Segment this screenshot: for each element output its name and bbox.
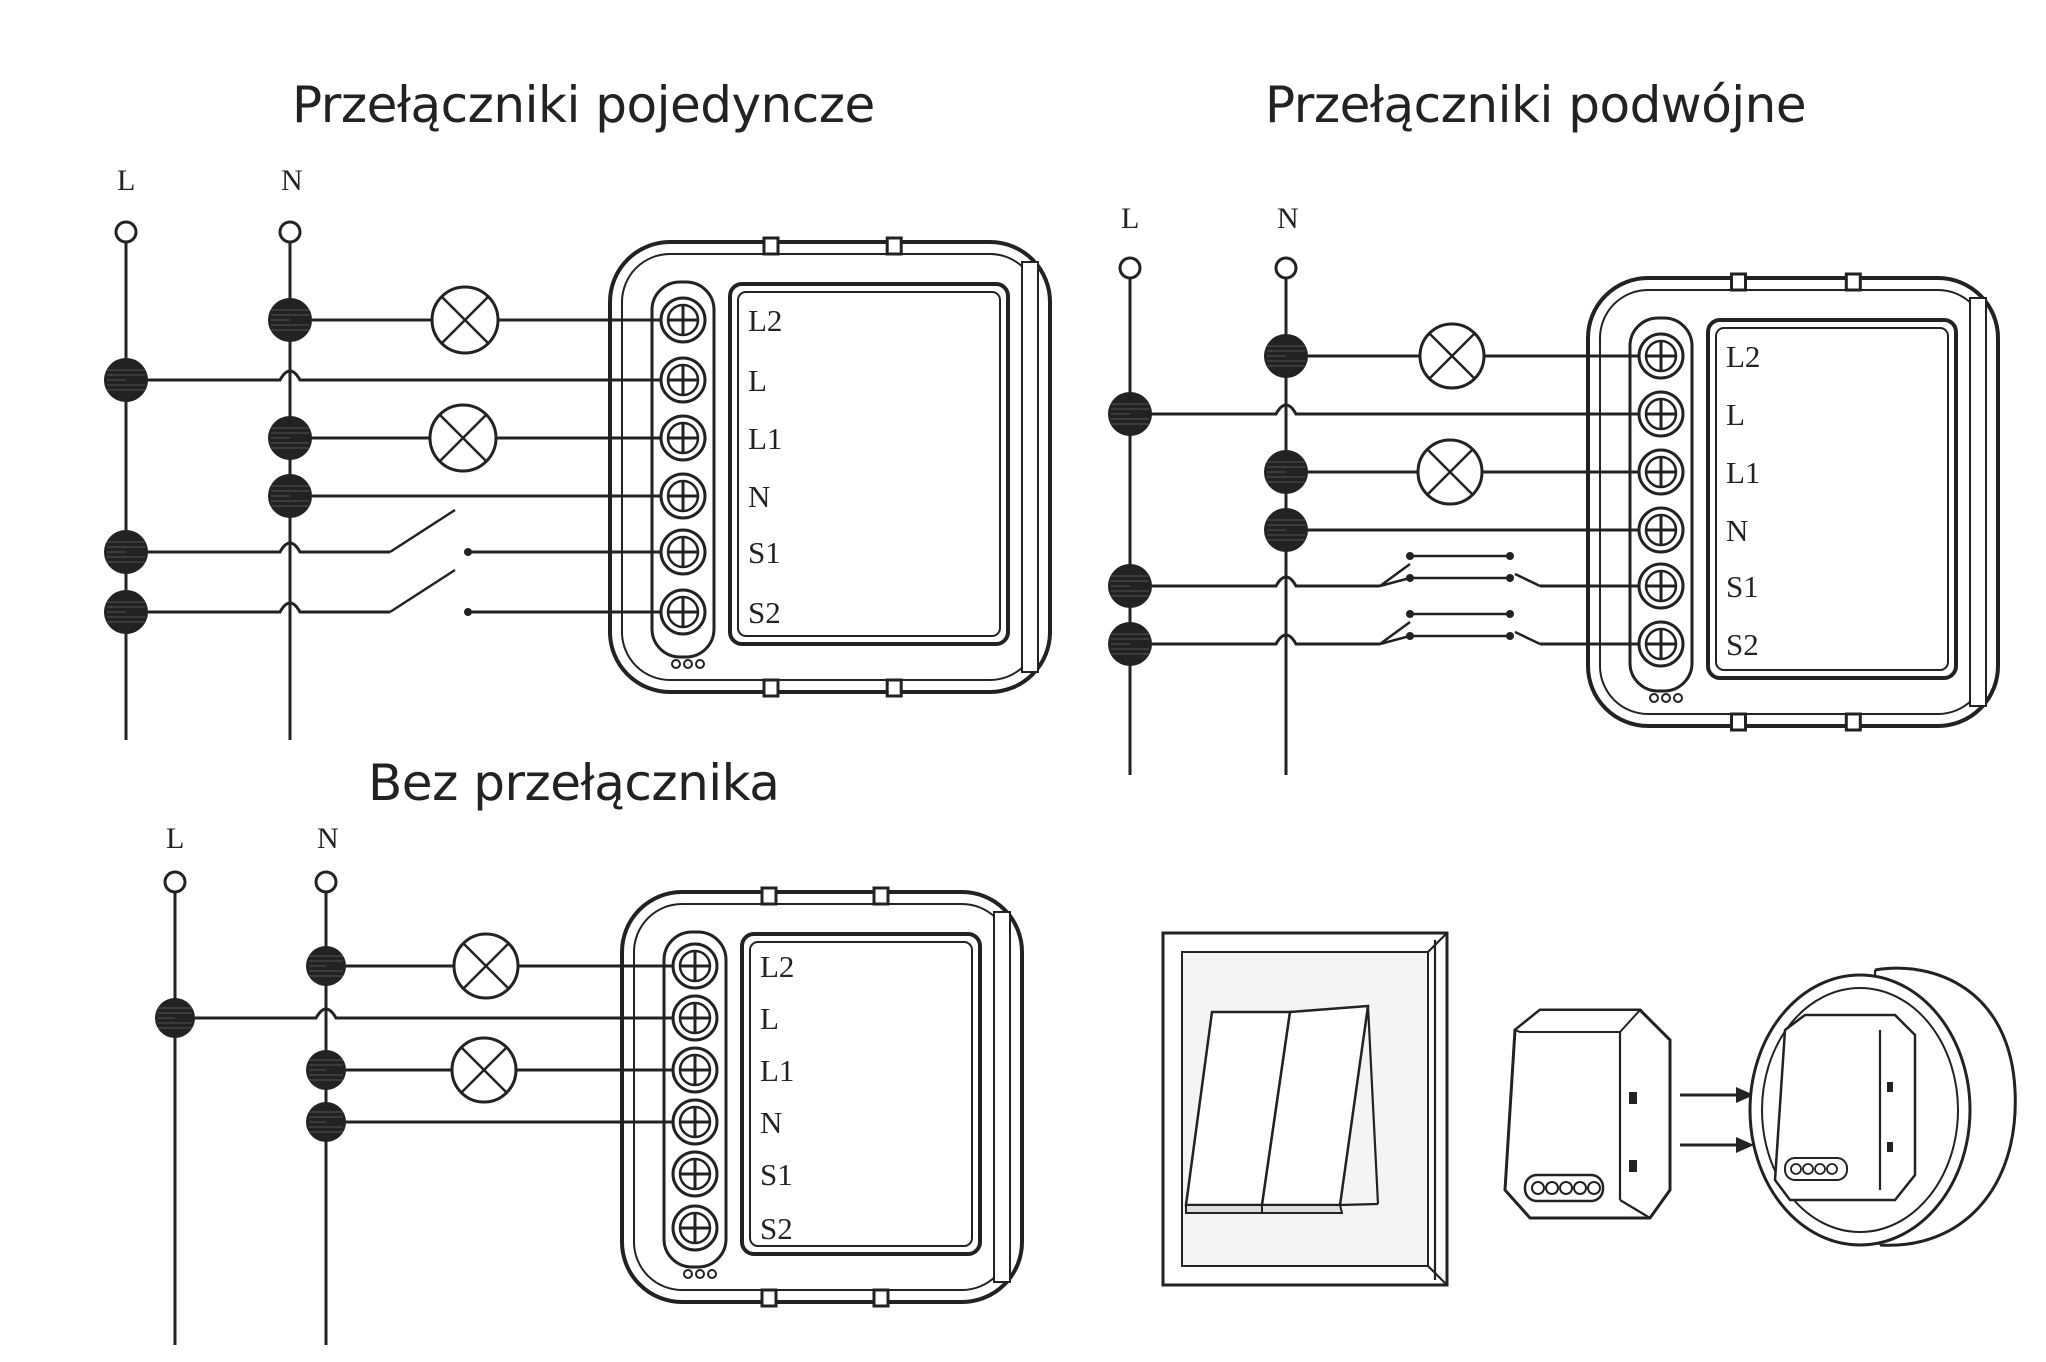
switch-icon: [1379, 610, 1541, 646]
terminal-label-s1: S1: [748, 535, 781, 570]
rail-terminal-l: [163, 870, 187, 894]
wire: [126, 541, 390, 554]
relay-module-icon: [1503, 1008, 1672, 1220]
screw-terminal-icon: [1637, 390, 1685, 438]
wall-box-icon: [1748, 966, 2017, 1247]
terminal-label-l2: L2: [760, 949, 794, 984]
screw-terminal-icon: [671, 994, 719, 1042]
rail-terminal-n: [1274, 256, 1298, 280]
switch-icon: [389, 568, 456, 614]
rail-label-l: L: [166, 822, 184, 855]
terminal-label-l: L: [748, 363, 767, 398]
lamp-icon: [452, 932, 520, 1000]
screw-terminal-icon: [671, 942, 719, 990]
rail-label-n: N: [1277, 202, 1299, 235]
rail-label-l: L: [1121, 202, 1139, 235]
screw-terminal-icon: [1637, 506, 1685, 554]
rail-terminal-n: [278, 220, 302, 244]
terminal-label-n: N: [760, 1105, 782, 1140]
terminal-label-l2: L2: [748, 303, 782, 338]
switch-icon: [389, 508, 456, 554]
terminal-label-l1: L1: [760, 1053, 794, 1088]
title-double-switches: Przełączniki podwójne: [1265, 76, 1806, 134]
screw-terminal-icon: [659, 356, 707, 404]
lamp-icon: [1416, 438, 1484, 506]
terminal-label-s2: S2: [760, 1211, 793, 1246]
terminal-label-s2: S2: [1726, 627, 1759, 662]
lamp-icon: [450, 1036, 518, 1104]
screw-terminal-icon: [659, 296, 707, 344]
terminal-label-n: N: [748, 479, 770, 514]
lamp-icon: [430, 285, 500, 355]
screw-terminal-icon: [1637, 448, 1685, 496]
screw-terminal-icon: [659, 588, 707, 636]
screw-terminal-icon: [671, 1150, 719, 1198]
lamp-icon: [1418, 322, 1486, 390]
title-single-switches: Przełączniki pojedyncze: [292, 76, 875, 134]
screw-terminal-icon: [659, 528, 707, 576]
rail-terminal-n: [314, 870, 338, 894]
rail-terminal-l: [114, 220, 138, 244]
screw-terminal-icon: [659, 414, 707, 462]
terminal-label-s2: S2: [748, 595, 781, 630]
terminal-label-l: L: [1726, 397, 1745, 432]
lamp-icon: [428, 403, 498, 473]
wire: [1130, 575, 1380, 588]
installation-illustration: [1161, 931, 2017, 1287]
terminal-label-s1: S1: [760, 1157, 793, 1192]
arrow-right-icon: [1680, 1087, 1754, 1153]
terminal-label-l2: L2: [1726, 339, 1760, 374]
screw-terminal-icon: [1637, 620, 1685, 668]
screw-terminal-icon: [671, 1046, 719, 1094]
terminal-label-s1: S1: [1726, 569, 1759, 604]
wire: [126, 601, 390, 614]
switch-icon: [1379, 552, 1541, 588]
wire: [126, 369, 661, 382]
terminal-label-l1: L1: [748, 421, 782, 456]
screw-terminal-icon: [671, 1204, 719, 1252]
terminal-label-n: N: [1726, 513, 1748, 548]
rail-label-n: N: [317, 822, 339, 855]
wire: [1130, 633, 1380, 646]
wire: [175, 1007, 673, 1020]
title-no-switch: Bez przełącznika: [368, 754, 779, 812]
screw-terminal-icon: [671, 1098, 719, 1146]
rail-label-l: L: [117, 164, 135, 197]
wire: [1130, 403, 1639, 416]
screw-terminal-icon: [1637, 562, 1685, 610]
terminal-label-l: L: [760, 1001, 779, 1036]
rail-label-n: N: [281, 164, 303, 197]
screw-terminal-icon: [659, 472, 707, 520]
wall-switch-icon: [1161, 931, 1449, 1287]
rail-terminal-l: [1118, 256, 1142, 280]
screw-terminal-icon: [1637, 332, 1685, 380]
terminal-label-l1: L1: [1726, 455, 1760, 490]
